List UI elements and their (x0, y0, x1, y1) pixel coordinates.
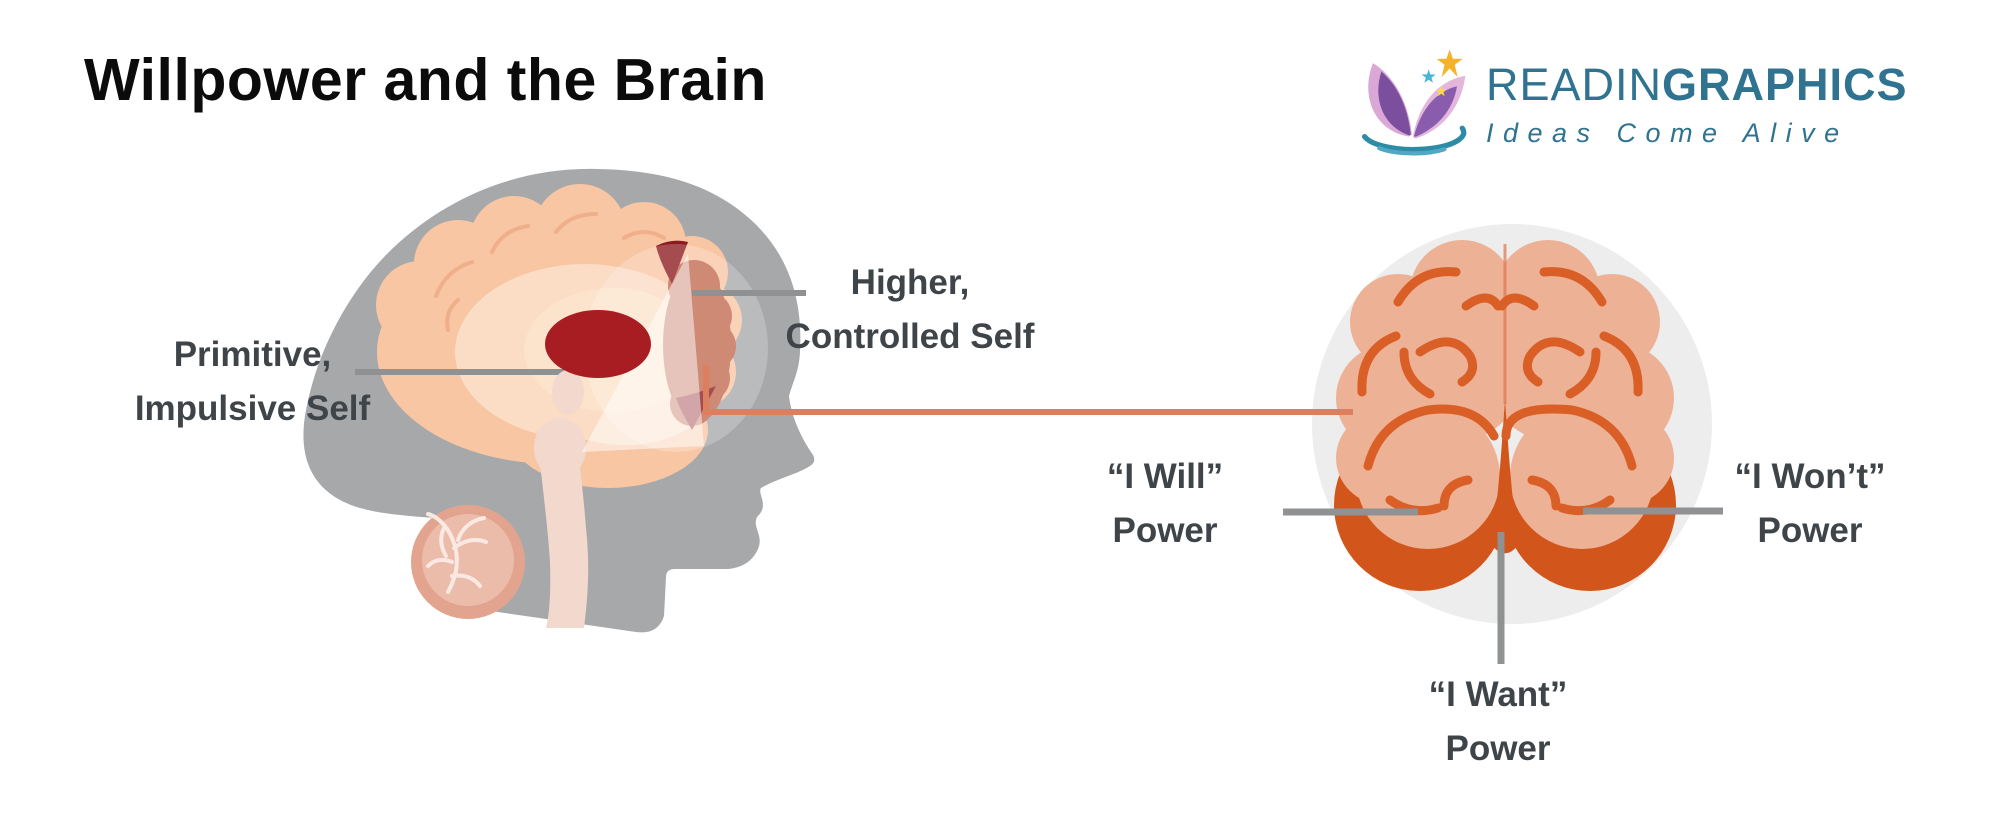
brand-name: READINGRAPHICS (1486, 62, 1908, 107)
brand-logo-text: READINGRAPHICS Ideas Come Alive (1486, 40, 1908, 149)
label-line: Power (1445, 729, 1551, 768)
label-line: Higher, (850, 263, 970, 302)
label-primitive-impulsive-self: Primitive, Impulsive Self (100, 328, 405, 436)
brainstem (534, 370, 589, 628)
front-brain-illustration (1312, 224, 1712, 624)
logo-book-icon (1368, 63, 1466, 139)
brand-name-bold: GRAPHICS (1662, 59, 1908, 110)
side-brain-creases (434, 212, 666, 332)
label-i-will-power: “I Will” Power (1045, 450, 1285, 558)
connector-line-prefrontal-to-brain (703, 365, 1353, 415)
logo-star-teal-icon (1421, 69, 1436, 83)
logo-swoosh-icon (1361, 125, 1467, 153)
label-line: Impulsive Self (134, 389, 371, 428)
label-higher-controlled-self: Higher, Controlled Self (760, 256, 1060, 364)
label-i-want-power: “I Want” Power (1378, 668, 1618, 776)
label-line: Controlled Self (785, 317, 1035, 356)
front-brain-fissure (1492, 400, 1518, 554)
logo-swoosh2-icon (1377, 146, 1447, 156)
label-line: Power (1757, 511, 1863, 550)
crescent-top (656, 240, 688, 284)
front-brain-gyri (1357, 267, 1643, 516)
brand-tagline: Ideas Come Alive (1486, 118, 1849, 148)
logo-star-gold-icon (1436, 49, 1463, 78)
label-line: Power (1112, 511, 1218, 550)
cerebellum (411, 505, 525, 619)
label-line: “I Want” (1428, 675, 1568, 714)
label-line: Primitive, (173, 335, 332, 374)
brand-name-regular: READIN (1486, 59, 1663, 110)
label-line: “I Won’t” (1734, 457, 1886, 496)
logo-star-yellow-icon (1435, 85, 1447, 97)
head-silhouette-illustration (303, 168, 815, 633)
limbic-core (545, 310, 651, 378)
label-line: “I Will” (1106, 457, 1224, 496)
brand-logo-icon (1361, 49, 1467, 156)
label-i-wont-power: “I Won’t” Power (1690, 450, 1930, 558)
brand-logo: READINGRAPHICS Ideas Come Alive (1352, 40, 1908, 166)
page-title: Willpower and the Brain (84, 47, 767, 113)
